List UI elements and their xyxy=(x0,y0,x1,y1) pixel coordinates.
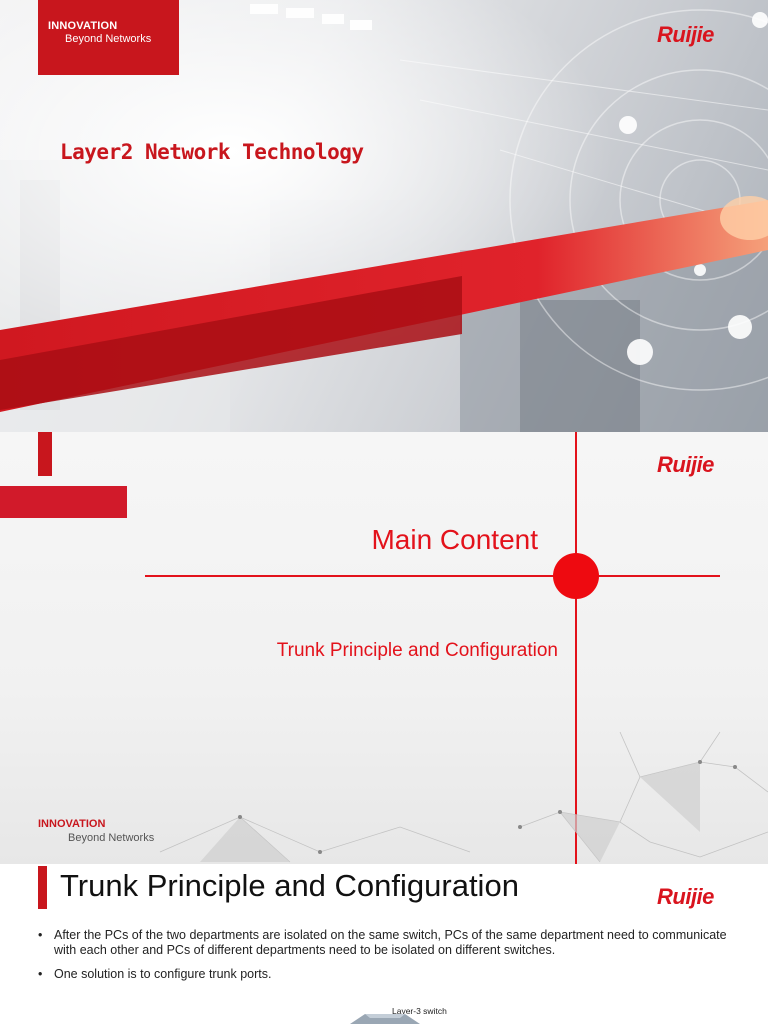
layer3-switch-label: Layer-3 switch xyxy=(392,1006,447,1016)
red-accent-bar xyxy=(38,432,52,476)
slide-trunk: Trunk Principle and Configuration Ruijie… xyxy=(0,864,768,1024)
beyond-networks-label: Beyond Networks xyxy=(65,33,152,45)
title-background-graphic xyxy=(0,0,768,432)
beyond-networks-label: Beyond Networks xyxy=(68,832,155,844)
title-accent-bar xyxy=(38,866,47,909)
bullet-list: After the PCs of the two departments are… xyxy=(38,928,738,991)
innovation-label: INNOVATION xyxy=(48,20,118,32)
switch-icon xyxy=(350,1014,420,1024)
slide-contents: Ruijie Main Content Trunk Principle and … xyxy=(0,432,768,864)
contents-background-graphic xyxy=(0,432,768,864)
innovation-footer: INNOVATION Beyond Networks xyxy=(38,818,154,845)
bullet-item: One solution is to configure trunk ports… xyxy=(38,967,738,982)
contents-item[interactable]: Trunk Principle and Configuration xyxy=(276,640,558,661)
innovation-label: INNOVATION xyxy=(38,818,106,830)
slide-title: Trunk Principle and Configuration xyxy=(60,868,519,903)
ruijie-logo: Ruijie xyxy=(657,22,714,47)
ruijie-logo: Ruijie xyxy=(657,884,714,909)
crosshair-dot xyxy=(553,553,599,599)
contents-heading: Main Content xyxy=(371,524,538,555)
ruijie-logo: Ruijie xyxy=(657,452,714,477)
innovation-tab: INNOVATION Beyond Networks xyxy=(38,0,179,75)
bullet-item: After the PCs of the two departments are… xyxy=(38,928,738,958)
slide-title: INNOVATION Beyond Networks Ruijie Layer2… xyxy=(0,0,768,432)
presentation-title: Layer2 Network Technology xyxy=(60,140,364,164)
red-accent-block xyxy=(0,486,127,518)
